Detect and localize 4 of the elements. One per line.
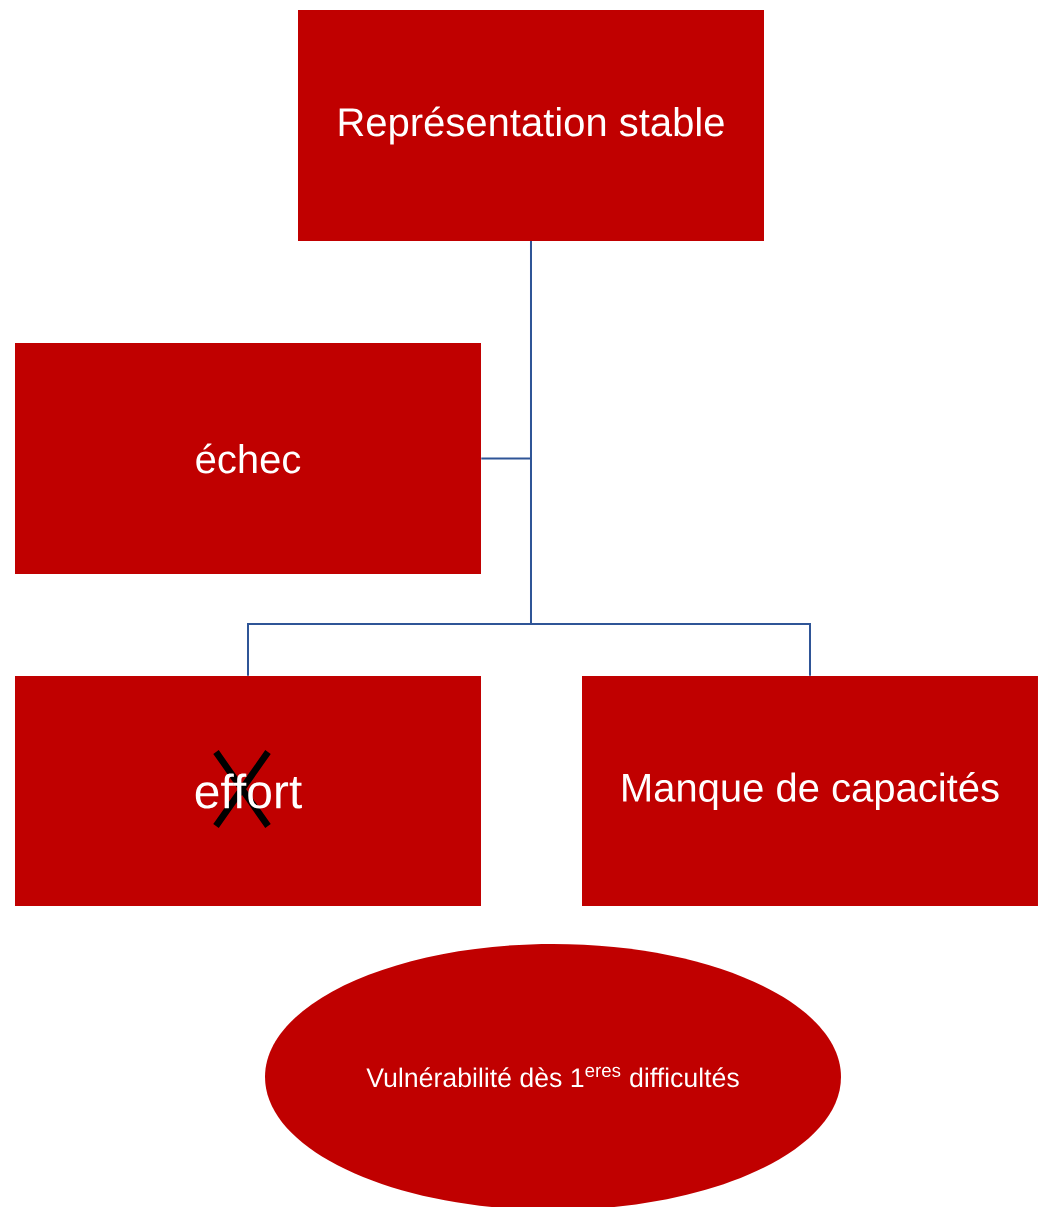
connector-line bbox=[530, 240, 811, 677]
process-box: échec bbox=[15, 343, 481, 574]
process-box: Représentation stable bbox=[298, 10, 764, 241]
process-box: Manque de capacités bbox=[582, 676, 1038, 906]
